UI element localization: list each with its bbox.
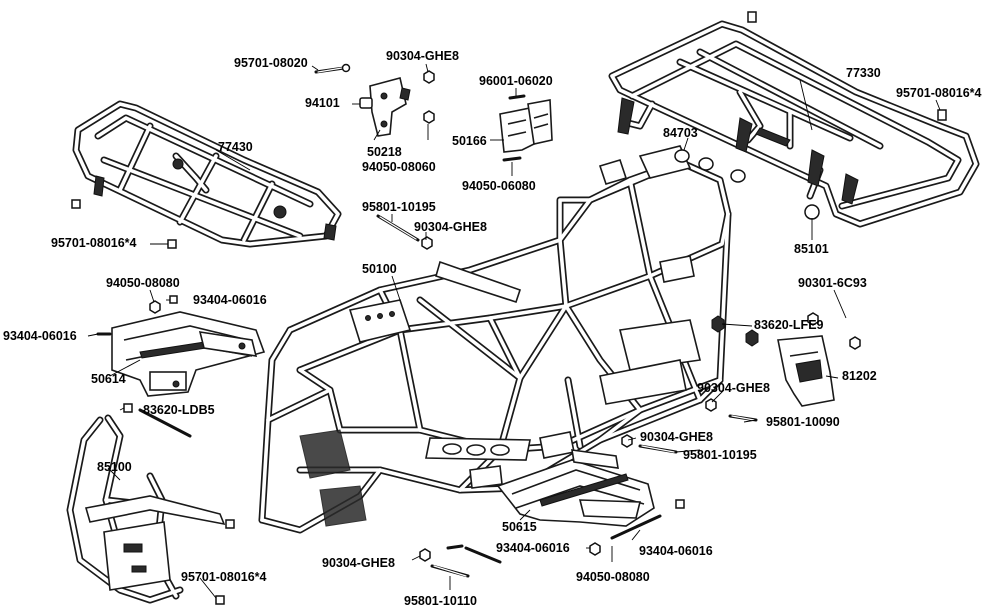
label-83620-ldb5[interactable]: 83620-LDB5: [143, 403, 215, 417]
rubber-85101[interactable]: [730, 169, 820, 220]
label-95801-10110[interactable]: 95801-10110: [404, 594, 477, 608]
label-95801-10195-top[interactable]: 95801-10195: [362, 200, 436, 214]
leader-lines: [87, 63, 941, 599]
label-90304-ghe8-r1[interactable]: 90304-GHE8: [697, 381, 770, 395]
footrest-50615[interactable]: [496, 449, 655, 527]
label-94050-08080-left[interactable]: 94050-08080: [106, 276, 180, 290]
fasteners: [71, 11, 947, 605]
label-50615[interactable]: 50615: [502, 520, 537, 534]
label-50100[interactable]: 50100: [362, 262, 397, 276]
label-84703[interactable]: 84703: [663, 126, 698, 140]
label-93404-06016-b[interactable]: 93404-06016: [3, 329, 77, 343]
label-50166[interactable]: 50166: [452, 134, 487, 148]
label-77430[interactable]: 77430: [218, 140, 253, 154]
label-96001-06020[interactable]: 96001-06020: [479, 74, 553, 88]
label-81202[interactable]: 81202: [842, 369, 877, 383]
label-90304-ghe8-mid[interactable]: 90304-GHE8: [414, 220, 487, 234]
collar-94101[interactable]: [359, 97, 373, 109]
label-93404-06016-a[interactable]: 93404-06016: [193, 293, 267, 307]
label-94050-06080[interactable]: 94050-06080: [462, 179, 536, 193]
label-50218[interactable]: 50218: [367, 145, 402, 159]
label-85100[interactable]: 85100: [97, 460, 132, 474]
label-77330[interactable]: 77330: [846, 66, 881, 80]
front-carrier-77430[interactable]: [72, 100, 342, 248]
label-85101[interactable]: 85101: [794, 242, 829, 256]
label-95801-10090[interactable]: 95801-10090: [766, 415, 840, 429]
label-95701-08016-right[interactable]: 95701-08016*4: [896, 86, 982, 100]
label-90304-ghe8-bottom[interactable]: 90304-GHE8: [322, 556, 395, 570]
label-90301-6c93[interactable]: 90301-6C93: [798, 276, 867, 290]
main-frame-50100[interactable]: [258, 145, 732, 534]
rubber-84703[interactable]: [674, 149, 714, 171]
label-95701-08016-left[interactable]: 95701-08016*4: [51, 236, 137, 250]
label-95701-08020[interactable]: 95701-08020: [234, 56, 308, 70]
front-bumper-85100[interactable]: [66, 414, 226, 604]
footrest-50614[interactable]: [111, 311, 266, 397]
label-90304-ghe8-top[interactable]: 90304-GHE8: [386, 49, 459, 63]
label-95701-08016-bottom[interactable]: 95701-08016*4: [181, 570, 267, 584]
bracket-50218[interactable]: [369, 77, 411, 137]
label-94050-08060[interactable]: 94050-08060: [362, 160, 436, 174]
label-95801-10195-right[interactable]: 95801-10195: [683, 448, 757, 462]
bracket-50166[interactable]: [499, 99, 553, 153]
label-50614[interactable]: 50614: [91, 372, 126, 386]
rear-carrier-77330[interactable]: [608, 20, 980, 228]
label-93404-06016-d[interactable]: 93404-06016: [639, 544, 713, 558]
label-83620-lfe9[interactable]: 83620-LFE9: [754, 318, 824, 332]
label-93404-06016-c[interactable]: 93404-06016: [496, 541, 570, 555]
label-90304-ghe8-r2[interactable]: 90304-GHE8: [640, 430, 713, 444]
skid-plate-81202[interactable]: [777, 335, 835, 407]
label-94050-08080-bottom[interactable]: 94050-08080: [576, 570, 650, 584]
label-94101[interactable]: 94101: [305, 96, 340, 110]
